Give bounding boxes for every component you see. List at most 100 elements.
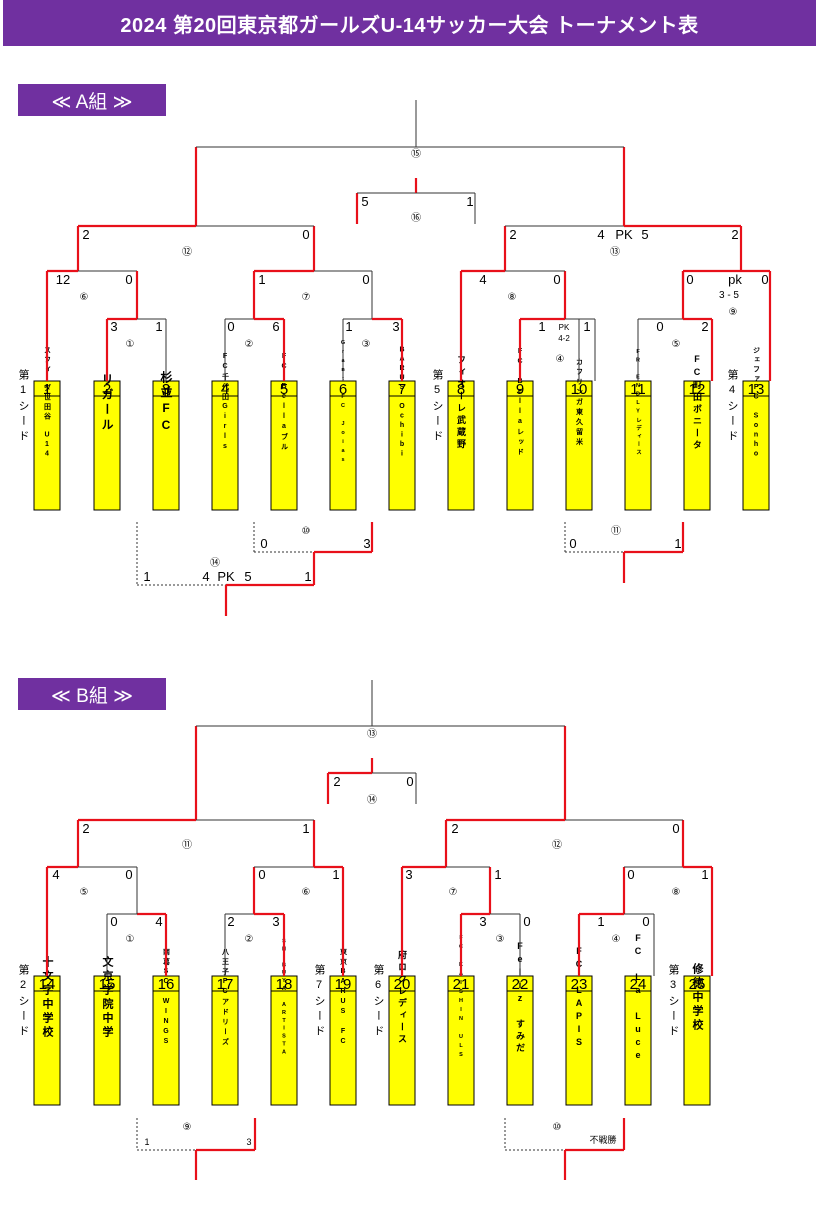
team-name-box xyxy=(388,990,416,1106)
score-label: 5 xyxy=(244,569,251,584)
team-number: 21 xyxy=(453,976,470,993)
score-label: 12 xyxy=(56,272,70,287)
team-name-box xyxy=(329,990,357,1106)
team-number: 1 xyxy=(43,381,51,398)
team-number: 18 xyxy=(276,976,293,993)
match-number-label: ⑦ xyxy=(449,887,458,898)
score-label: 1 xyxy=(583,319,590,334)
score-label: 0 xyxy=(642,914,649,929)
team-name-box xyxy=(388,395,416,511)
team-number: 20 xyxy=(394,976,411,993)
team-name-box xyxy=(624,395,652,511)
team-number: 12 xyxy=(689,381,706,398)
team-name-box xyxy=(447,395,475,511)
match-number-label: ⑩ xyxy=(302,526,311,537)
score-label: 0 xyxy=(672,821,679,836)
team-number: 22 xyxy=(512,976,529,993)
score-label: 0 xyxy=(523,914,530,929)
team-number: 10 xyxy=(571,381,588,398)
match-number-label: ⑭ xyxy=(367,794,377,806)
score-label: PK xyxy=(615,227,633,242)
team-number: 2 xyxy=(103,381,111,398)
team-name-box xyxy=(33,395,61,511)
score-label: 5 xyxy=(361,194,368,209)
match-number-label: ⑮ xyxy=(411,148,421,160)
score-label: 2 xyxy=(227,914,234,929)
score-label: 1 xyxy=(538,319,545,334)
team-name: 文京学院中学 xyxy=(101,955,114,1040)
team-number: 23 xyxy=(571,976,588,993)
team-name-box xyxy=(329,395,357,511)
match-number-label: ⑯ xyxy=(411,212,421,224)
match-number-label: ⑫ xyxy=(552,839,562,851)
score-label: 1 xyxy=(304,569,311,584)
group-a-label: ≪ A組 ≫ xyxy=(18,84,166,116)
match-number-label: ⑪ xyxy=(611,525,621,537)
score-label: 1 xyxy=(466,194,473,209)
page-title: 2024 第20回東京都ガールズU-14サッカー大会 トーナメント表 xyxy=(3,0,816,46)
team-name: 修徳中学校 xyxy=(691,962,705,1033)
match-number-label: ⑥ xyxy=(302,887,311,898)
match-number-label: ⑧ xyxy=(672,887,681,898)
team-name: Grant FC Joias xyxy=(340,340,346,466)
match-number-label: ③ xyxy=(362,339,371,350)
seed-label: 第3シード xyxy=(667,963,680,1040)
team-number: 4 xyxy=(221,381,229,398)
seed-label: 第5シード xyxy=(431,368,444,445)
team-name-box xyxy=(624,990,652,1106)
score-label: 3 xyxy=(272,914,279,929)
match-number-label: ⑫ xyxy=(182,246,192,258)
team-number: 24 xyxy=(630,976,647,993)
team-name-box xyxy=(683,990,711,1106)
team-name: カフリンガ東久留米 xyxy=(575,358,584,448)
match-number-label: ① xyxy=(126,934,135,945)
match-number-label: ③ xyxy=(496,934,505,945)
score-label: 2 xyxy=(333,774,340,789)
score-label: 1 xyxy=(674,536,681,551)
team-name-box xyxy=(33,990,61,1106)
score-label: 0 xyxy=(362,272,369,287)
team-name: FC Bellaレッド xyxy=(517,348,524,458)
match-number-label: ⑦ xyxy=(302,292,311,303)
group-b-label: ≪ B組 ≫ xyxy=(18,678,166,710)
score-label: 1 xyxy=(597,914,604,929)
team-name-box xyxy=(270,395,298,511)
score-label: 0 xyxy=(569,536,576,551)
team-name-box xyxy=(211,990,239,1106)
team-name: FC町田ボニータ xyxy=(692,354,702,452)
team-name-box xyxy=(506,395,534,511)
score-label: 3 xyxy=(110,319,117,334)
match-number-label: ④ xyxy=(612,934,621,945)
score-label: 3 xyxy=(246,1137,251,1147)
team-name-box xyxy=(742,395,770,511)
score-label: 4 xyxy=(155,914,162,929)
score-label: 1 xyxy=(494,867,501,882)
score-label: 0 xyxy=(406,774,413,789)
team-number: 5 xyxy=(280,381,288,398)
team-number: 14 xyxy=(39,976,56,993)
team-name: スフィーダ世田谷 U14 xyxy=(43,346,51,459)
team-name: リガール xyxy=(100,373,114,433)
team-number: 9 xyxy=(516,381,524,398)
score-label: 0 xyxy=(553,272,560,287)
score-label: 4-2 xyxy=(558,334,570,343)
team-number: 13 xyxy=(748,381,765,398)
match-number-label: ② xyxy=(245,934,254,945)
seed-label: 第6シード xyxy=(372,963,385,1040)
score-label: 4 xyxy=(597,227,604,242)
team-name-box xyxy=(93,990,121,1106)
team-name: ジェファFC Sonho xyxy=(753,346,761,459)
team-name-box xyxy=(447,990,475,1106)
score-label: 4 xyxy=(479,272,486,287)
match-number-label: ② xyxy=(245,339,254,350)
score-label: 6 xyxy=(272,319,279,334)
team-name: Feliz すみだ xyxy=(515,941,525,1055)
seed-label: 第1シード xyxy=(17,368,30,445)
score-label: PK xyxy=(217,569,235,584)
team-name: FC Bellaブル xyxy=(281,353,289,453)
score-label: 2 xyxy=(82,227,89,242)
score-label: 0 xyxy=(302,227,309,242)
team-name-box xyxy=(506,990,534,1106)
score-label: PK xyxy=(559,323,570,332)
